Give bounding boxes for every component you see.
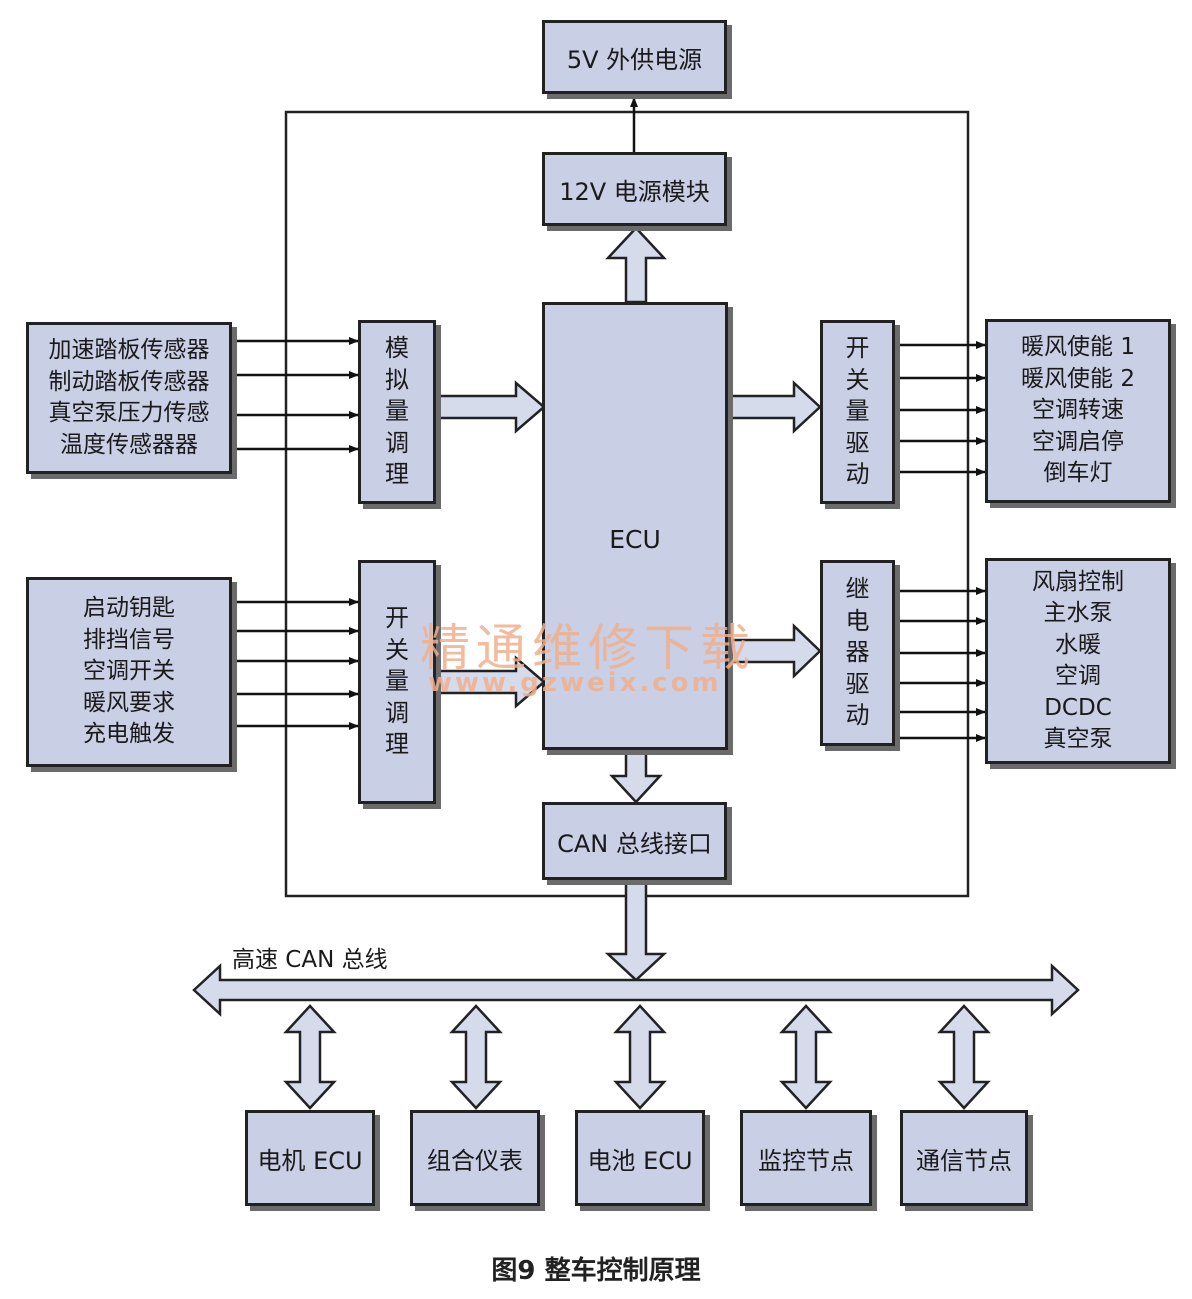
relay-driver-box: 继 电 器 驱 动 — [820, 560, 895, 746]
switch-output-4: 空调启停 — [1032, 428, 1124, 455]
relay-output-4: 空调 — [1055, 663, 1101, 689]
switch-conditioning-box: 开 关 量 调 理 — [358, 560, 436, 804]
arrow-analog-to-ecu — [434, 380, 546, 434]
node-connector-4 — [779, 1004, 833, 1110]
watermark-text: 精通维修下载 — [420, 619, 756, 677]
analog-conditioning-char-5: 理 — [385, 460, 409, 489]
node-label-5: 通信节点 — [916, 1146, 1012, 1175]
analog-conditioning-char-1: 模 — [385, 334, 409, 363]
relay-driver-char-1: 继 — [845, 575, 870, 604]
switch-outputs-box: 暖风使能 1 暖风使能 2 空调转速 空调启停 倒车灯 — [985, 319, 1171, 503]
switch-conditioning-char-2: 关 — [385, 635, 409, 664]
analog-sensor-3: 真空泵压力传感 — [48, 400, 210, 426]
node-label-3: 电池 ECU — [587, 1146, 693, 1175]
arrow-can-to-bus — [604, 878, 668, 982]
arrow-ecu-to-switch-driver — [726, 380, 822, 434]
relay-driver-char-2: 电 — [845, 606, 870, 635]
node-box-3: 电池 ECU — [575, 1110, 705, 1206]
switch-output-2: 暖风使能 2 — [1021, 365, 1135, 392]
relay-output-3: 水暖 — [1055, 631, 1101, 658]
node-box-1: 电机 ECU — [245, 1110, 375, 1206]
can-bus-label: 高速 CAN 总线 — [232, 947, 388, 973]
node-label-2: 组合仪表 — [427, 1146, 523, 1175]
switch-conditioning-char-5: 理 — [385, 730, 409, 759]
power-module-label: 12V 电源模块 — [559, 177, 710, 206]
switch-conditioning-char-3: 量 — [385, 667, 409, 696]
switch-input-4: 暖风要求 — [83, 689, 175, 716]
analog-signal-lines — [232, 337, 359, 453]
switch-output-3: 空调转速 — [1032, 397, 1124, 424]
switch-signal-lines — [232, 598, 359, 730]
arrow-ecu-to-relay-driver — [726, 623, 822, 679]
switch-output-lines — [895, 341, 986, 476]
switch-driver-char-1: 开 — [845, 334, 870, 363]
node-connector-3 — [613, 1004, 667, 1110]
external-power-label: 5V 外供电源 — [566, 45, 703, 74]
ecu-label: ECU — [609, 525, 661, 554]
ecu-box: ECU — [542, 302, 728, 750]
relay-driver-char-4: 驱 — [845, 669, 870, 698]
analog-sensor-2: 制动踏板传感器 — [48, 368, 210, 395]
relay-output-5: DCDC — [1044, 694, 1112, 721]
analog-conditioning-box: 模 拟 量 调 理 — [358, 320, 436, 504]
node-box-2: 组合仪表 — [410, 1110, 540, 1206]
switch-driver-char-3: 量 — [845, 397, 870, 426]
switch-driver-char-4: 驱 — [845, 428, 870, 457]
analog-conditioning-char-3: 量 — [385, 397, 409, 426]
analog-sensor-4: 温度传感器器 — [60, 431, 198, 458]
switch-input-1: 启动钥匙 — [83, 595, 175, 622]
can-interface-box: CAN 总线接口 — [542, 802, 727, 880]
switch-inputs-box: 启动钥匙 排挡信号 空调开关 暖风要求 充电触发 — [26, 577, 232, 767]
external-power-box: 5V 外供电源 — [542, 20, 727, 94]
watermark-url: www.gzweix.com — [428, 668, 722, 698]
node-box-5: 通信节点 — [900, 1110, 1028, 1206]
switch-output-1: 暖风使能 1 — [1021, 334, 1135, 361]
switch-conditioning-char-1: 开 — [385, 604, 409, 633]
can-interface-label: CAN 总线接口 — [557, 829, 712, 858]
power-module-box: 12V 电源模块 — [542, 152, 727, 226]
switch-output-5: 倒车灯 — [1043, 460, 1113, 487]
figure-caption: 图9 整车控制原理 — [491, 1256, 701, 1286]
analog-conditioning-char-2: 拟 — [385, 365, 409, 394]
switch-driver-char-2: 关 — [845, 365, 870, 394]
arrow-ecu-to-power — [605, 226, 667, 304]
analog-sensor-1: 加速踏板传感器 — [48, 337, 210, 363]
switch-driver-box: 开 关 量 驱 动 — [820, 320, 895, 504]
switch-conditioning-char-4: 调 — [385, 698, 409, 727]
node-label-4: 监控节点 — [758, 1146, 854, 1175]
relay-driver-char-3: 器 — [845, 638, 870, 667]
relay-outputs-box: 风扇控制 主水泵 水暖 空调 DCDC 真空泵 — [985, 558, 1171, 764]
analog-conditioning-char-4: 调 — [385, 428, 409, 457]
switch-driver-char-5: 动 — [845, 460, 870, 489]
relay-driver-char-5: 动 — [845, 701, 870, 730]
relay-output-6: 真空泵 — [1043, 726, 1113, 752]
relay-output-lines — [895, 587, 986, 742]
node-connector-2 — [449, 1004, 503, 1110]
switch-input-3: 空调开关 — [83, 658, 175, 685]
analog-sensors-box: 加速踏板传感器 制动踏板传感器 真空泵压力传感 温度传感器器 — [26, 322, 232, 474]
relay-output-1: 风扇控制 — [1032, 568, 1124, 595]
node-label-1: 电机 ECU — [257, 1146, 363, 1175]
arrow-ecu-to-can — [609, 746, 663, 804]
arrow-switch-to-ecu — [434, 655, 546, 709]
node-connector-5 — [937, 1004, 991, 1110]
node-connector-1 — [283, 1004, 337, 1110]
node-box-4: 监控节点 — [740, 1110, 872, 1206]
switch-input-5: 充电触发 — [83, 721, 175, 748]
relay-output-2: 主水泵 — [1043, 600, 1113, 626]
switch-input-2: 排挡信号 — [83, 626, 175, 653]
can-bus-arrow — [192, 963, 1080, 1017]
